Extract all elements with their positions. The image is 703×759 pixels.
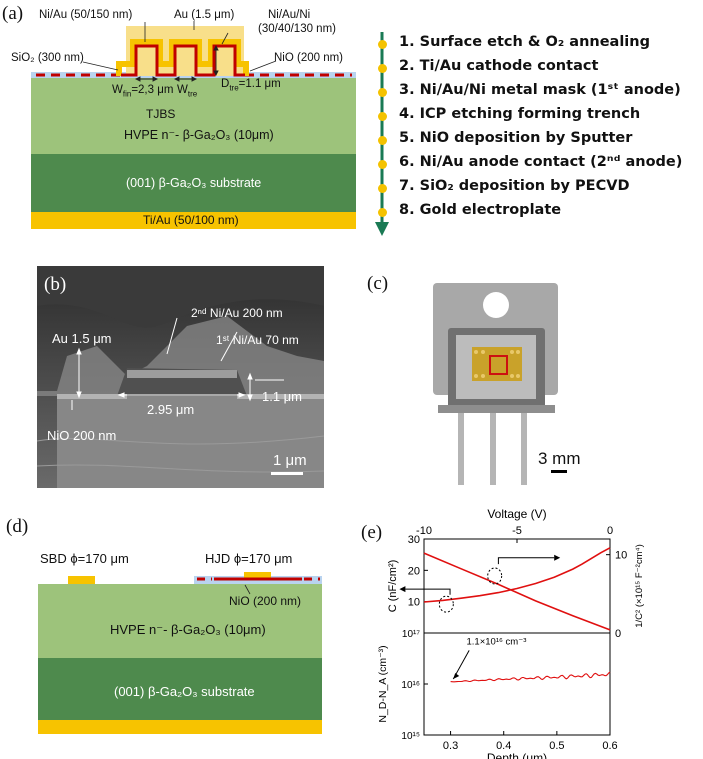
sem-texture [37,266,324,488]
label-au: Au (1.5 μm) [174,9,235,21]
invcap-indicator-circle [487,567,503,585]
step-2: 2. Ti/Au cathode contact [399,58,599,74]
d-hjd-contact [244,572,271,579]
label-substrate: (001) β-Ga₂O₃ substrate [126,176,262,190]
sem-depth-label: 1.1 μm [262,389,303,404]
label-wtre: Wtre [177,84,198,99]
panel-label-a: (a) [2,3,24,24]
sem-nio-label: NiO 200 nm [47,428,117,443]
panel-label-d: (d) [6,516,29,537]
right-axis-arrowhead [554,554,561,561]
cap-tick-label: 30 [408,534,420,546]
step-1: 1. Surface etch & O₂ annealing [399,34,650,50]
step-7: 7. SiO₂ deposition by PECVD [399,178,630,194]
sbd-hjd-cross-section [38,572,322,734]
sem-scale-label: 1 μm [273,452,307,469]
d-hvpe-label: HVPE n⁻- β-Ga₂O₃ (10μm) [110,622,266,637]
step-1-dot [378,40,387,49]
voltage-tick-label: -5 [512,525,522,537]
step-2-dot [378,64,387,73]
panel-label-e: (e) [361,522,383,543]
doping-curve [450,671,611,683]
sem-second-anode-label: 2ⁿᵈ Ni/Au 200 nm [191,306,283,320]
hvpe-layer [31,78,356,154]
cap-indicator-circle [438,595,454,613]
inverse-cap-curve [423,552,611,631]
panel-label-b: (b) [44,274,67,295]
sem-au-label: Au 1.5 μm [52,331,112,346]
left-axis-arrowhead [399,586,406,593]
step-5: 5. NiO deposition by Sputter [399,130,633,146]
sem-image [37,266,324,488]
depth-tick-label: 0.6 [602,740,617,752]
step-7-dot [378,184,387,193]
panel-label-c: (c) [367,273,389,294]
photo-scale-label: 3 mm [538,449,581,468]
trench-red [121,44,245,77]
au-plating [126,26,244,76]
package-photo [433,283,558,485]
step-6-dot [378,160,387,169]
label-hvpe: HVPE n⁻- β-Ga₂O₃ (10μm) [124,128,274,142]
depth-tick-label: 0.5 [549,740,564,752]
d-hvpe-layer [38,584,322,658]
sem-width-label: 2.95 μm [147,402,195,417]
voltage-tick-label: -10 [416,525,432,537]
label-nio: NiO (200 nm) [274,52,344,64]
depth-tick-label: 0.4 [496,740,511,752]
d-substrate-layer [38,658,322,720]
step-3-dot [378,88,387,97]
depth-tick-label: 0.3 [443,740,458,752]
depth-axis-label: Depth (μm) [487,751,547,759]
d-nio-label: NiO (200 nm) [229,594,302,608]
d-sbd-label: SBD ϕ=170 μm [40,551,129,566]
invcap-axis-label: 1/C² (×10¹⁵ F⁻²cm⁴) [634,544,645,628]
cathode-layer [31,212,356,229]
cap-tick-label: 20 [408,565,420,577]
d-substrate-label: (001) β-Ga₂O₃ substrate [114,684,255,699]
d-cathode-layer [38,720,322,734]
label-cathode: Ti/Au (50/100 nm) [143,213,239,227]
step-8: 8. Gold electroplate [399,202,562,218]
photo-scale-bar [551,470,567,473]
invcap-tick-label: 10 [615,550,627,562]
voltage-axis-label: Voltage (V) [487,507,546,521]
label-tjbs: TJBS [146,107,176,121]
nd-tick-label: 10¹⁵ [401,731,420,742]
left-axis-arrow [405,588,451,595]
right-axis-arrow [497,557,555,565]
nd-tick-label: 10¹⁷ [402,629,420,640]
step-5-dot [378,136,387,145]
label-ni-au-ni: Ni/Au/Ni [268,9,311,21]
invcap-tick-label: 0 [615,628,621,640]
step-6: 6. Ni/Au anode contact (2ⁿᵈ anode) [399,154,683,170]
doping-annotation: 1.1×10¹⁶ cm⁻³ [467,636,527,647]
label-ni-au-ni-thickness: (30/40/130 nm) [258,23,336,35]
device-cross-section [31,21,356,229]
trench-gold [116,39,249,76]
cap-tick-label: 10 [408,597,420,609]
cv-chart: -10 -5 0 Voltage (V) 10 20 30 C (nF/cm²) 0 10 1/C²… [377,507,645,759]
sem-first-anode-label: 1ˢᵗ Ni/Au 70 nm [216,333,299,347]
d-sbd-contact [68,576,95,584]
voltage-tick-label: 0 [607,525,613,537]
nd-axis-label: N_D-N_A (cm⁻³) [377,645,389,722]
doping-annotation-arrowhead [453,673,460,680]
capacitance-curve [423,547,611,603]
step-8-dot [378,208,387,217]
step-4: 4. ICP etching forming trench [399,106,641,122]
label-ni-au: Ni/Au (50/150 nm) [39,9,133,21]
step-4-dot [378,112,387,121]
d-hjd-label: HJD ϕ=170 μm [205,551,293,566]
nd-frame [423,632,611,736]
step-3: 3. Ni/Au/Ni metal mask (1ˢᵗ anode) [399,82,681,98]
cap-axis-label: C (nF/cm²) [387,560,399,613]
substrate-layer [31,154,356,212]
label-sio2: SiO₂ (300 nm) [11,52,84,64]
nd-tick-label: 10¹⁶ [401,680,420,691]
label-dtre: Dtre=1.1 μm [221,78,281,93]
label-wfin: Wfin=2,3 μm [112,84,174,99]
